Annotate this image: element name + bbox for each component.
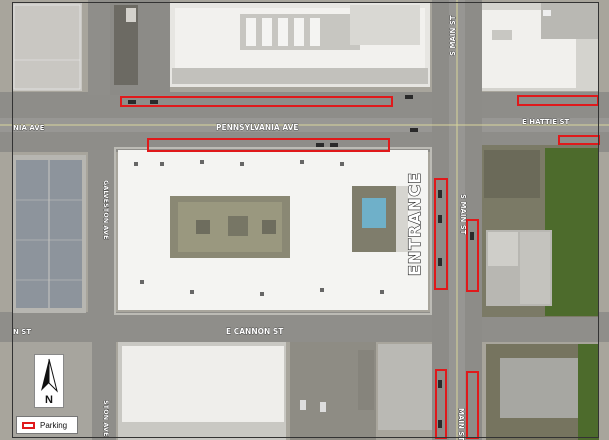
street-label-cannon-st-west: N ST [13,328,31,336]
galveston-ave-road [88,150,116,440]
north-label: N [45,394,53,406]
map-legend: Parking [16,416,78,434]
parking-zone [434,178,448,290]
street-label-pennsylvania-ave-west: NIA AVE [13,124,45,132]
street-label-s-main-st-south: MAIN ST [457,408,465,440]
main-complex-building [114,147,432,315]
street-label-e-hattie-st: E HATTIE ST [522,118,570,126]
northwest-lot [12,3,82,91]
east-block [482,145,599,317]
street-label-galveston-ave-south: STON AVE [102,400,110,436]
street-label-pennsylvania-ave: PENNSYLVANIA AVE [216,123,299,132]
street-label-e-cannon-st: E CANNON ST [226,327,284,336]
parking-zone [147,138,390,152]
south-block [12,342,599,440]
entrance-label: ENTRANCE [405,172,424,276]
street-label-s-main-st-mid: S MAIN ST [459,194,467,235]
parking-zone [435,369,447,439]
parking-zone [466,219,479,292]
legend-label: Parking [40,420,68,430]
parking-zone [466,371,479,439]
north-building [170,3,430,87]
parking-zone [558,135,600,145]
north-arrow-icon [41,358,58,393]
west-building [12,155,86,313]
parking-swatch-icon [22,421,35,429]
street-label-galveston-ave-north: GALVESTON AVE [102,180,110,240]
parking-zone [120,96,393,107]
north-arrow: N [34,354,64,408]
parking-zones [120,95,600,439]
northeast-building [482,3,599,91]
street-label-s-main-st-north: S MAIN ST [449,15,457,56]
